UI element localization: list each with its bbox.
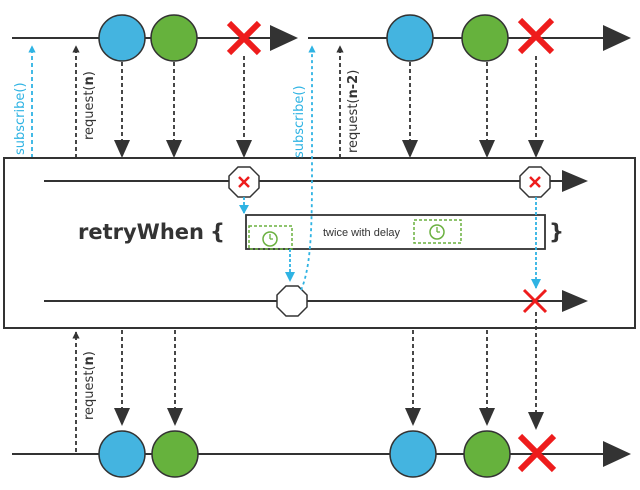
error-octagon-1 <box>228 166 260 198</box>
request-signal-bottom: request(n) <box>72 331 97 452</box>
inner-function-box <box>245 214 546 250</box>
x-icon <box>517 433 557 473</box>
marble-green-bottom-2 <box>463 430 511 478</box>
clock-icon <box>413 219 462 244</box>
inner-function-text: twice with delay <box>323 227 401 239</box>
retry-octagon <box>276 285 308 317</box>
marble-green-top-1 <box>150 14 198 62</box>
top-right-timeline <box>308 25 631 51</box>
x-icon <box>226 20 262 56</box>
subscribe-signal-middle: subscribe() <box>292 45 316 291</box>
operator-name: retryWhen{ <box>78 220 225 244</box>
request-label: request(n-2) <box>346 70 361 153</box>
clock-icon <box>248 225 293 250</box>
operator-close-brace: } <box>549 220 564 244</box>
request-label: request(n) <box>82 71 97 140</box>
marble-blue-bottom-1 <box>98 430 146 478</box>
marble-green-bottom-1 <box>151 430 199 478</box>
x-icon <box>517 17 555 55</box>
subscribe-label: subscribe() <box>13 82 28 155</box>
x-icon <box>522 288 548 314</box>
request-signal-top-left: request(n) <box>72 45 97 158</box>
marble-blue-top-1 <box>98 14 146 62</box>
marble-green-top-2 <box>461 14 509 62</box>
subscribe-signal-top-left: subscribe() <box>13 45 36 158</box>
request-signal-top-right: request(n-2) <box>336 45 361 158</box>
inner-source-timeline <box>44 170 588 192</box>
marble-blue-top-2 <box>386 14 434 62</box>
marble-blue-bottom-2 <box>389 430 437 478</box>
request-label: request(n) <box>82 351 97 420</box>
subscribe-label: subscribe() <box>292 85 307 158</box>
error-octagon-2 <box>519 166 551 198</box>
